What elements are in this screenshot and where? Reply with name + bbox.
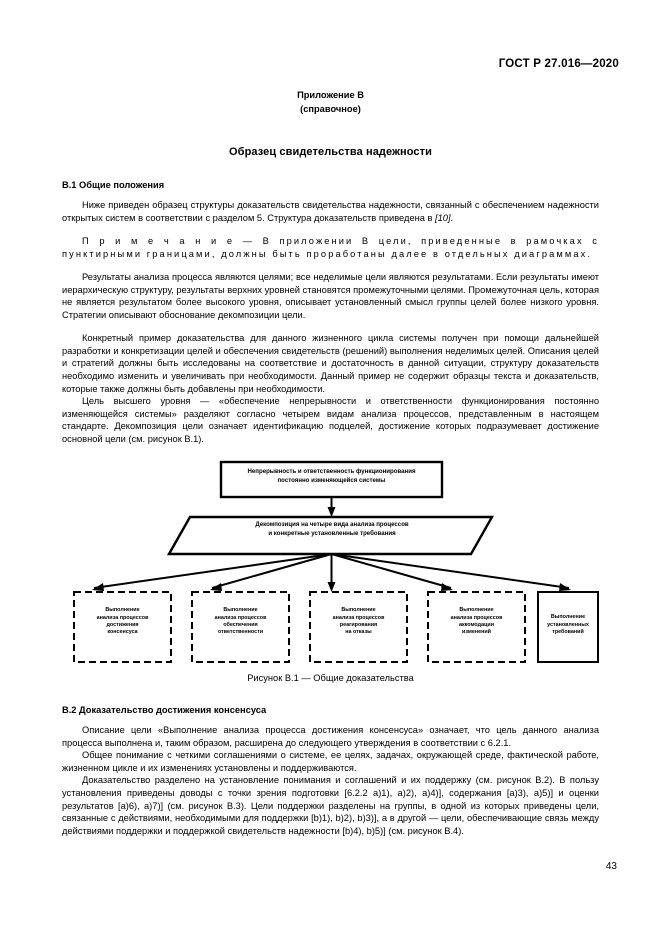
- page-number: 43: [605, 861, 617, 872]
- figure-b1-caption: Рисунок В.1 — Общие доказательства: [247, 673, 414, 684]
- paragraph-b2-understanding: Общее понимание с четкими соглашениями о…: [62, 750, 599, 773]
- reference-10-period: .: [450, 212, 454, 223]
- annex-title: Приложение В: [297, 90, 364, 100]
- figure-fan-connectors: [93, 553, 570, 590]
- clause-heading-b2: В.2 Доказательство достижения консенсуса: [62, 705, 267, 716]
- reference-10: [10]: [435, 212, 451, 223]
- figure-strategy-parallelogram: [166, 516, 495, 556]
- paragraph-b1-intro: Ниже приведен образец структуры доказате…: [62, 199, 599, 224]
- figure-fan-arrowheads: [92, 582, 571, 593]
- paragraph-b2-goal: Описание цели «Выполнение анализа процес…: [62, 725, 599, 748]
- figure-top-goal-box: [219, 461, 444, 499]
- paragraph-b1-top-goal: Цель высшего уровня — «обеспечение непре…: [62, 396, 599, 444]
- figure-subgoal-box-5: [537, 591, 599, 664]
- document-header-standard-id: ГОСТ Р 27.016—2020: [498, 58, 619, 70]
- figure-subgoal-box-2: [191, 591, 290, 664]
- annex-heading: Образец свидетельства надежности: [229, 146, 432, 158]
- figure-subgoal-box-3: [309, 591, 408, 664]
- paragraph-b2-split: Доказательство разделено на установление…: [62, 775, 599, 836]
- figure-b1: Непрерывность и ответственность функцион…: [62, 459, 599, 669]
- paragraph-b1-example: Конкретный пример доказательства для дан…: [62, 333, 599, 394]
- figure-b1-canvas: [73, 461, 599, 664]
- annex-subtitle: (справочное): [300, 104, 361, 114]
- figure-arrowhead-top-to-strategy: [327, 507, 336, 518]
- paragraph-b1-note: П р и м е ч а н и е — В приложении В цел…: [62, 236, 599, 259]
- clause-heading-b1: В.1 Общие положения: [62, 180, 165, 190]
- figure-subgoal-box-1: [73, 591, 172, 664]
- page-content: Приложение В (справочное) Образец свидет…: [62, 88, 599, 837]
- paragraph-b1-results: Результаты анализа процесса являются цел…: [62, 272, 599, 320]
- figure-subgoal-box-4: [427, 591, 526, 664]
- paragraph-b1-intro-text: Ниже приведен образец структуры доказате…: [62, 200, 599, 223]
